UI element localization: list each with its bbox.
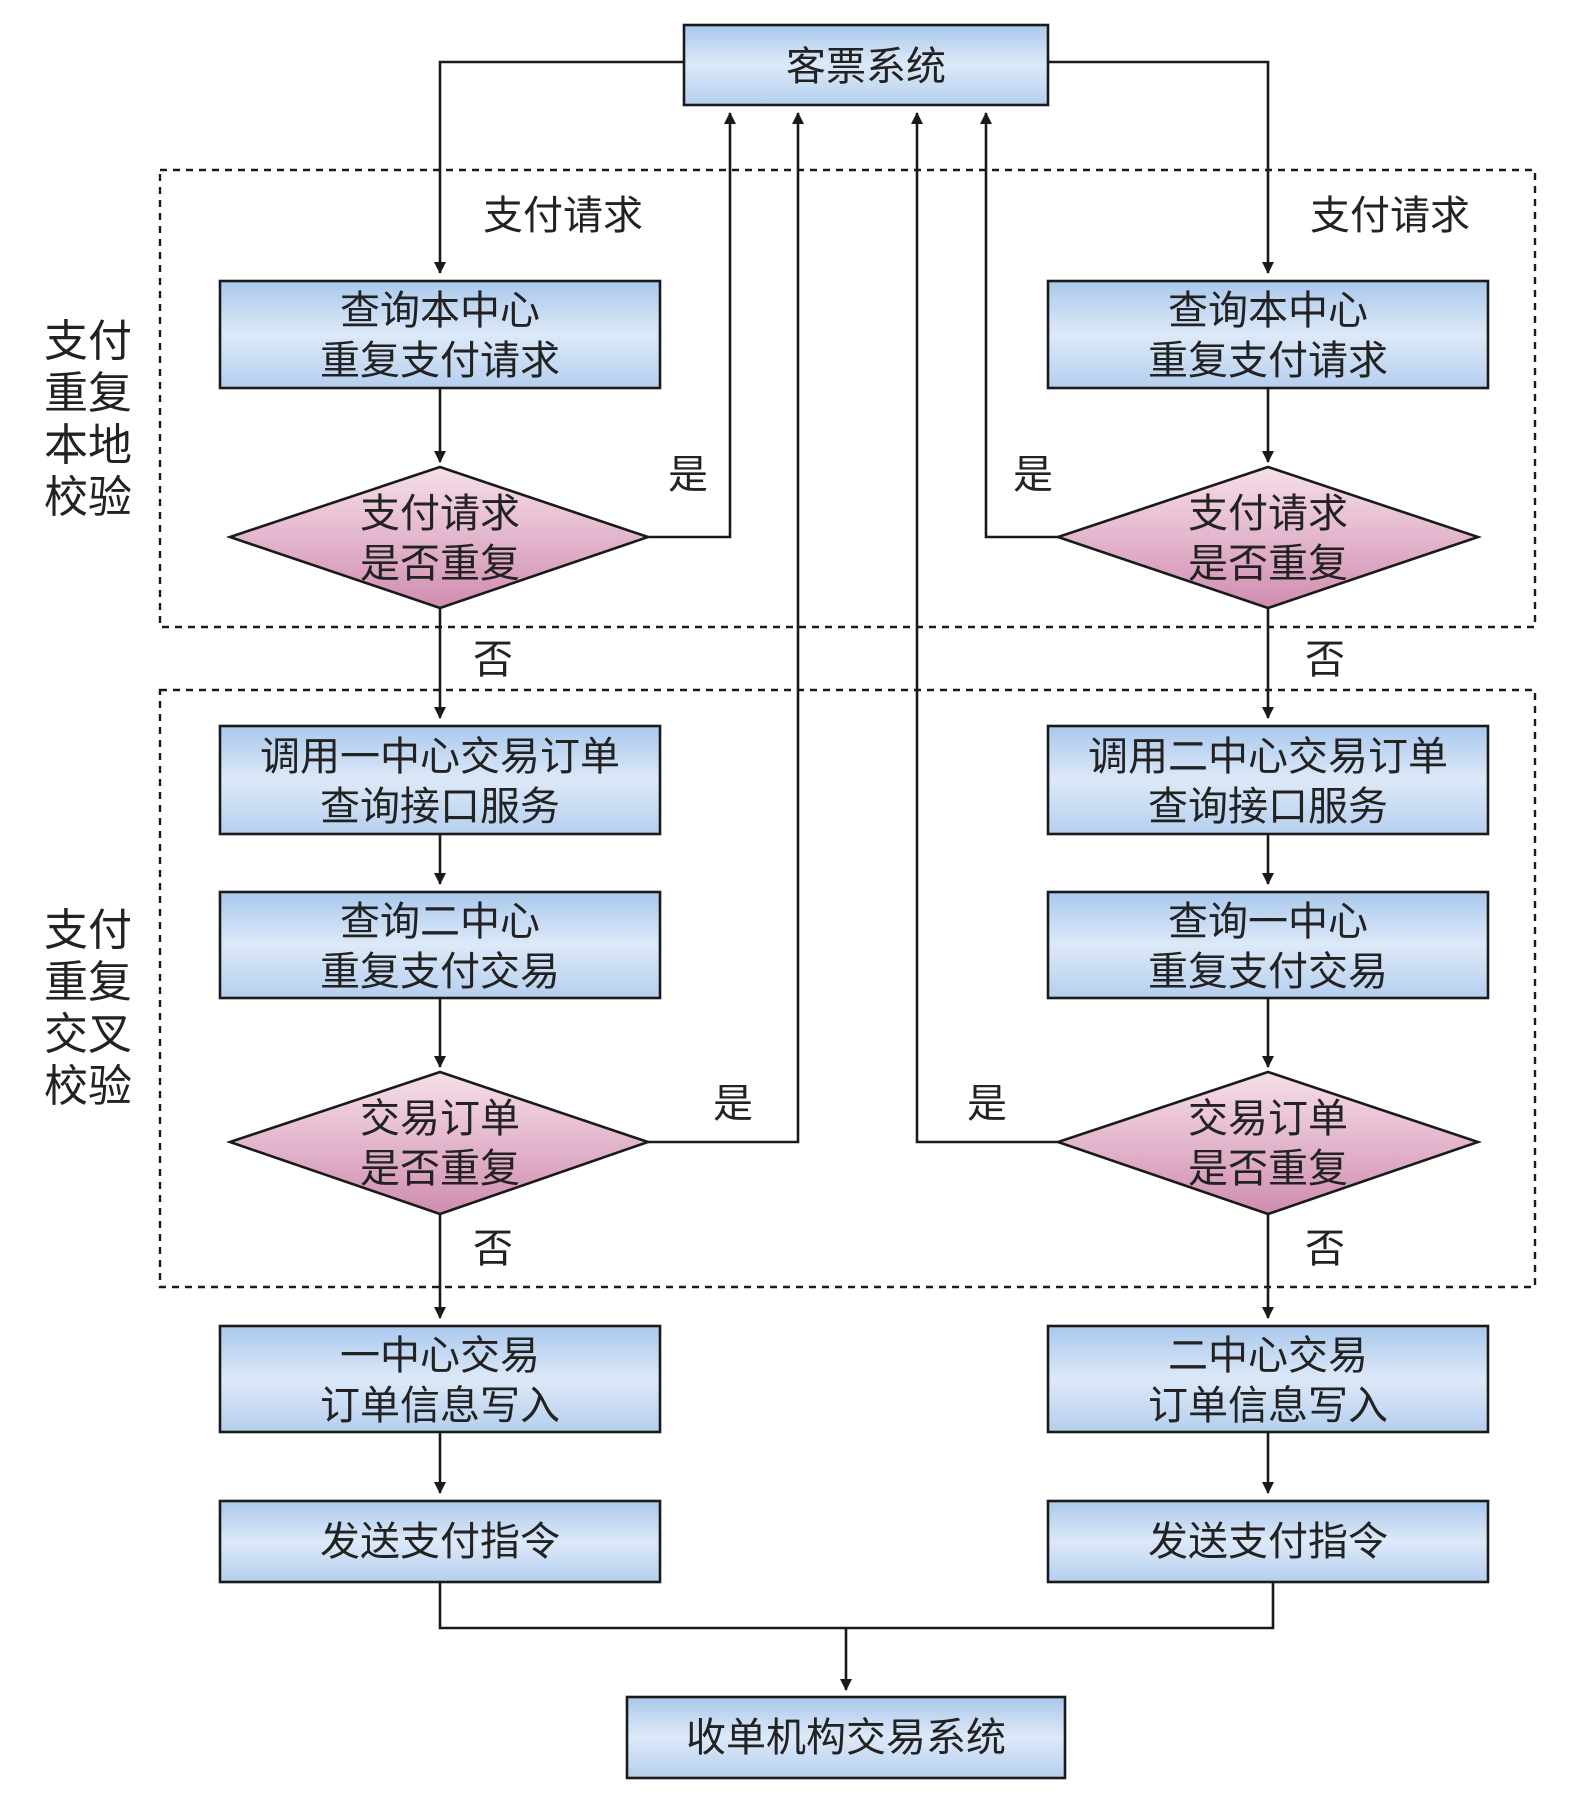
left-local-yes-label: 是 [668,452,708,498]
local-check-label: 支付重复本地校验 [44,316,132,523]
right-query-other-line1: 查询一中心 [1168,899,1368,945]
ticketing-system-label: 客票系统 [786,44,946,90]
edge-left-local-yes [648,112,736,539]
left-cross-decision-line2: 是否重复 [360,1146,520,1192]
edge-right-cross-yes [911,112,1058,1144]
left-call-service-line2: 查询接口服务 [320,784,560,830]
left-cross-decision [225,1070,653,1216]
right-query-other-box [1046,890,1490,1000]
right-send-label: 发送支付指令 [1148,1519,1388,1565]
edge-left-cross-yes [648,112,804,1144]
left-send-label: 发送支付指令 [320,1519,560,1565]
left-cross-decision-line1: 交易订单 [360,1096,520,1142]
local-check-region [158,168,1537,629]
edge-sends-merge [438,1582,1275,1630]
side-label-line: 重复 [44,957,132,1008]
right-cross-yes-label: 是 [967,1081,1007,1127]
right-cross-no-label: 否 [1305,1226,1345,1272]
right-send-box [1046,1499,1490,1584]
left-write-order-line2: 订单信息写入 [320,1383,560,1429]
edge-top-to-right-query [1048,60,1274,274]
right-cross-decision-line1: 交易订单 [1188,1096,1348,1142]
side-label-line: 本地 [44,420,132,471]
right-call-service-line1: 调用二中心交易订单 [1088,734,1448,780]
cross-check-region [158,688,1537,1289]
side-label-line: 交叉 [44,1009,132,1060]
side-label-line: 重复 [44,368,132,419]
left-request-label: 支付请求 [483,193,643,239]
right-call-service-line2: 查询接口服务 [1148,784,1388,830]
right-local-decision-line2: 是否重复 [1188,541,1348,587]
right-query-local-line2: 重复支付请求 [1148,338,1388,384]
side-label-line: 支付 [44,316,132,367]
right-local-decision [1053,465,1483,610]
acquirer-system-box [625,1695,1067,1780]
right-local-decision-line1: 支付请求 [1188,491,1348,537]
right-call-service-box [1046,724,1490,836]
edge-top-to-left-query [434,60,684,274]
ticketing-system-box [682,23,1050,107]
left-call-service-box [218,724,662,836]
right-cross-decision [1053,1070,1483,1216]
left-query-other-line2: 重复支付交易 [320,949,560,995]
right-local-yes-label: 是 [1013,452,1053,498]
left-query-local-line1: 查询本中心 [340,288,540,334]
side-label-line: 校验 [44,1061,132,1112]
right-write-order-box [1046,1324,1490,1434]
right-query-other-line2: 重复支付交易 [1148,949,1388,995]
left-local-no-label: 否 [473,637,513,683]
right-cross-decision-line2: 是否重复 [1188,1146,1348,1192]
left-write-order-line1: 一中心交易 [340,1333,540,1379]
left-send-box [218,1499,662,1584]
left-write-order-box [218,1324,662,1434]
left-local-decision-line2: 是否重复 [360,541,520,587]
right-write-order-line1: 二中心交易 [1168,1333,1368,1379]
cross-check-label: 支付重复交叉校验 [44,905,132,1112]
left-local-decision [225,465,653,610]
left-query-local-box [218,279,662,390]
left-cross-no-label: 否 [473,1226,513,1272]
left-cross-yes-label: 是 [713,1081,753,1127]
left-query-other-line1: 查询二中心 [340,899,540,945]
left-query-other-box [218,890,662,1000]
right-query-local-box [1046,279,1490,390]
acquirer-system-label: 收单机构交易系统 [686,1715,1006,1761]
right-query-local-line1: 查询本中心 [1168,288,1368,334]
left-query-local-line2: 重复支付请求 [320,338,560,384]
right-local-no-label: 否 [1305,637,1345,683]
right-request-label: 支付请求 [1310,193,1470,239]
edge-right-local-yes [980,112,1058,539]
side-label-line: 支付 [44,905,132,956]
right-write-order-line2: 订单信息写入 [1148,1383,1388,1429]
left-call-service-line1: 调用一中心交易订单 [260,734,620,780]
side-label-line: 校验 [44,472,132,523]
left-local-decision-line1: 支付请求 [360,491,520,537]
